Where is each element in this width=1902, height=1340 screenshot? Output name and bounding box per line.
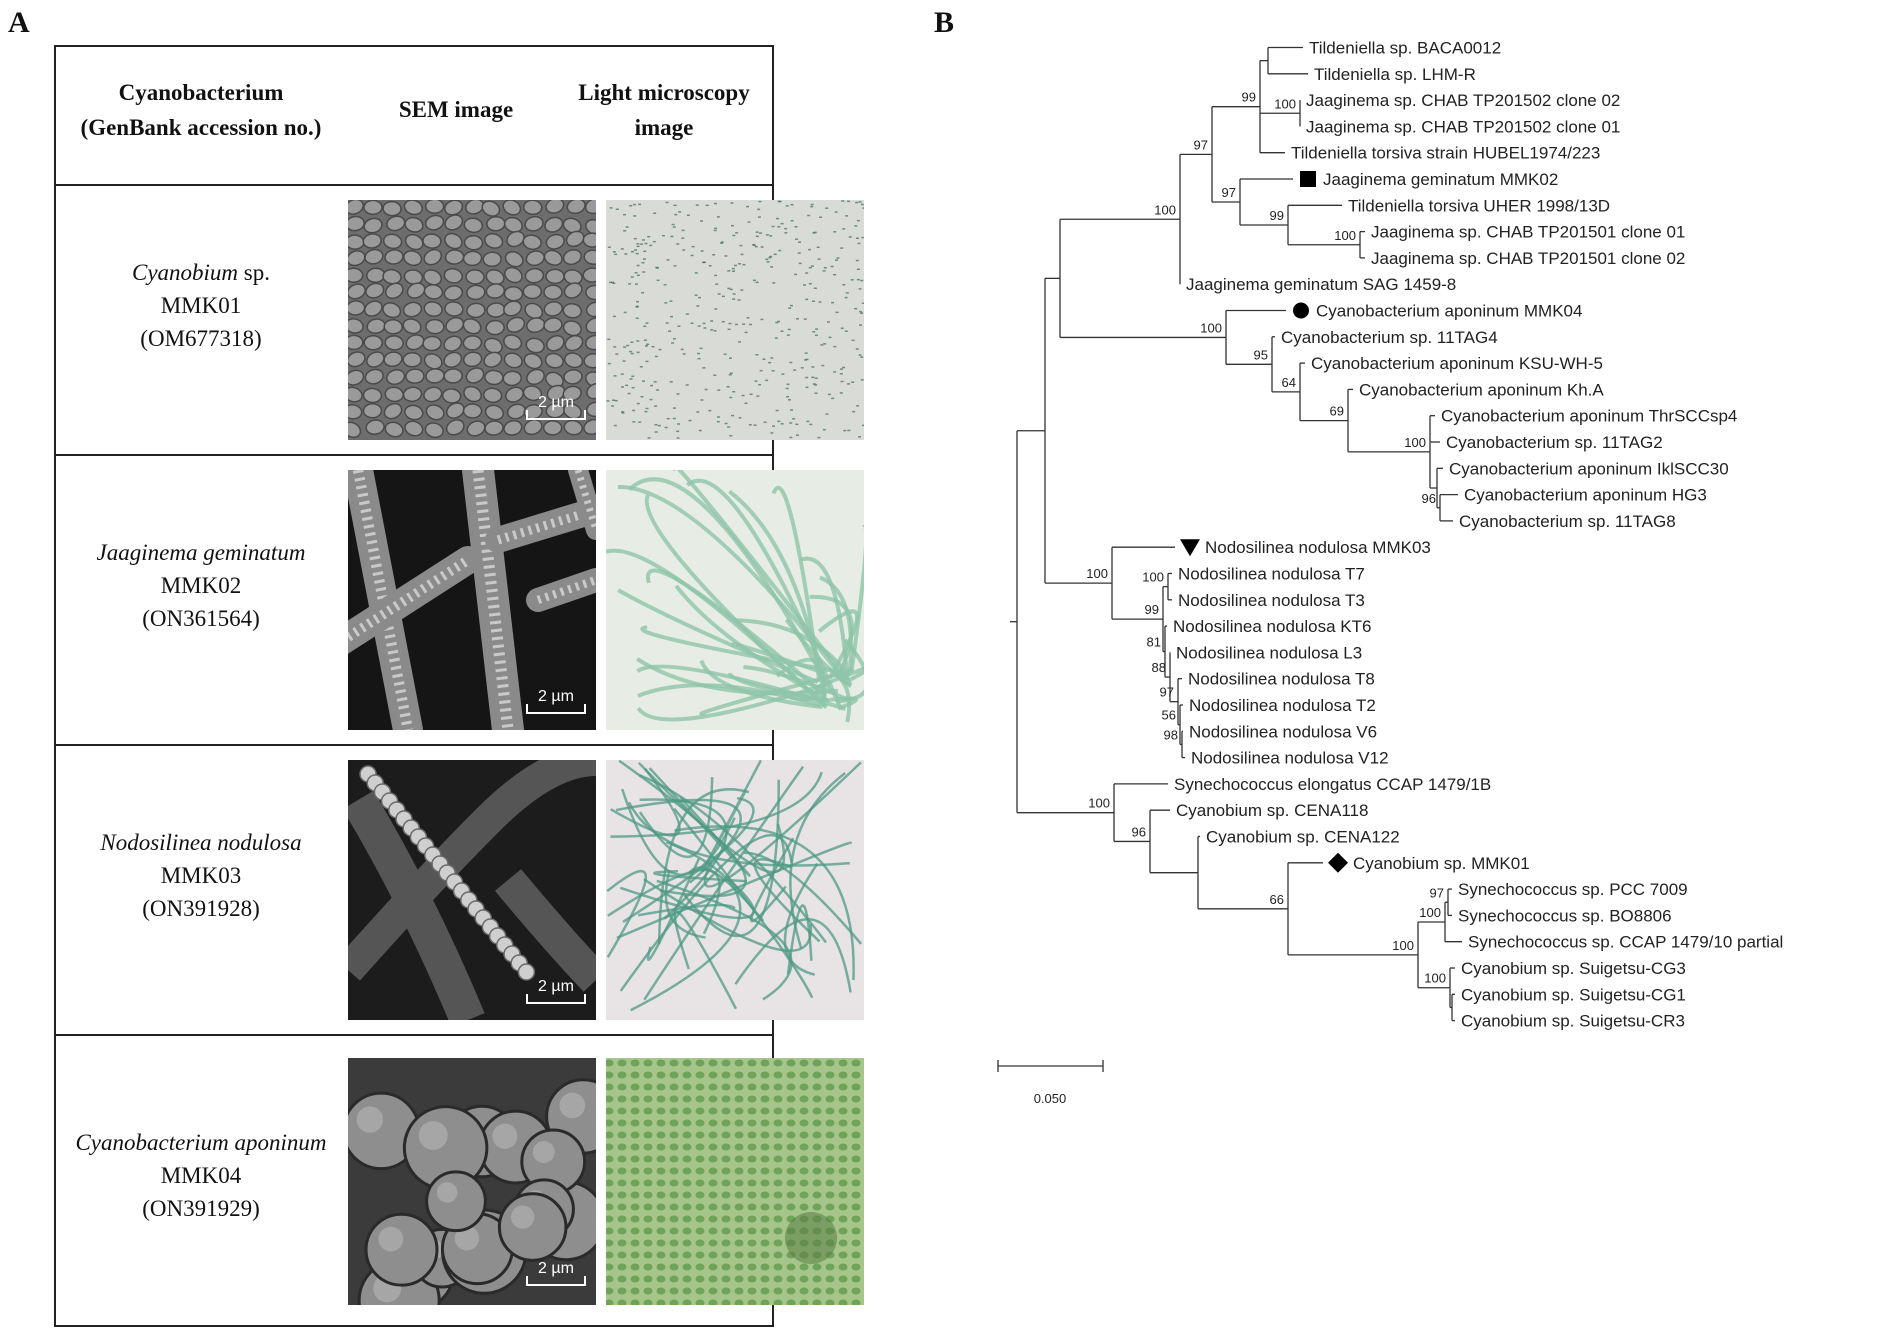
strain-name: Nodosilinea nodulosa MMK03 (ON391928) xyxy=(100,830,302,921)
bootstrap-value: 97 xyxy=(1430,885,1444,900)
taxon-label: Nodosilinea nodulosa L3 xyxy=(1176,643,1362,662)
scale-bar-label: 0.050 xyxy=(1034,1091,1067,1106)
taxon-label: Nodosilinea nodulosa MMK03 xyxy=(1205,538,1431,557)
panel-a-letter: A xyxy=(8,6,30,39)
light-microscopy-image xyxy=(606,200,864,440)
taxon-label: Jaaginema geminatum SAG 1459-8 xyxy=(1186,275,1456,294)
bootstrap-value: 100 xyxy=(1404,435,1426,450)
bootstrap-value: 97 xyxy=(1194,137,1208,152)
sem-image: 2 µm xyxy=(348,470,596,730)
bootstrap-value: 64 xyxy=(1282,375,1296,390)
diamond-marker-icon xyxy=(1328,852,1348,873)
bootstrap-value: 100 xyxy=(1419,905,1441,920)
taxon-label: Cyanobacterium aponinum MMK04 xyxy=(1316,302,1582,321)
taxon-label: Tildeniella torsiva strain HUBEL1974/223 xyxy=(1291,144,1600,163)
taxon-label: Synechococcus elongatus CCAP 1479/1B xyxy=(1174,775,1491,794)
taxon-label: Nodosilinea nodulosa T8 xyxy=(1188,670,1375,689)
light-microscopy-image xyxy=(606,760,864,1020)
bootstrap-value: 99 xyxy=(1242,90,1256,105)
bootstrap-value: 99 xyxy=(1145,602,1159,617)
taxon-label: Synechococcus sp. PCC 7009 xyxy=(1458,880,1688,899)
bootstrap-value: 96 xyxy=(1132,824,1146,839)
bootstrap-value: 88 xyxy=(1152,660,1166,675)
header-sem-image: SEM image xyxy=(398,97,514,122)
taxon-label: Cyanobium sp. CENA118 xyxy=(1176,801,1368,820)
taxon-label: Cyanobacterium aponinum IklSCC30 xyxy=(1449,459,1729,478)
taxon-label: Jaaginema sp. CHAB TP201501 clone 02 xyxy=(1371,249,1685,268)
square-marker-icon xyxy=(1300,171,1316,187)
taxon-label: Tildeniella sp. BACA0012 xyxy=(1309,39,1501,58)
strain-table: Cyanobacterium (GenBank accession no.) S… xyxy=(54,45,864,1327)
bootstrap-value: 100 xyxy=(1142,570,1164,585)
bootstrap-value: 69 xyxy=(1330,404,1344,419)
bootstrap-value: 96 xyxy=(1422,491,1436,506)
taxon-label: Cyanobium sp. Suigetsu-CR3 xyxy=(1461,1012,1685,1031)
panel-b-letter: B xyxy=(934,6,955,39)
taxon-label: Nodosilinea nodulosa V12 xyxy=(1191,749,1389,768)
bootstrap-value: 100 xyxy=(1334,228,1356,243)
header-light-microscopy: Light microscopy image xyxy=(578,80,750,140)
bootstrap-value: 100 xyxy=(1392,938,1414,953)
taxon-label: Cyanobium sp. Suigetsu-CG3 xyxy=(1461,959,1686,978)
table-row: Jaaginema geminatum MMK02 (ON361564) 2 µ… xyxy=(56,454,864,744)
taxon-label: Cyanobacterium aponinum HG3 xyxy=(1464,486,1707,505)
scale-bar: 2 µm xyxy=(526,978,586,1004)
table-row: Cyanobacterium aponinum MMK04 (ON391929)… xyxy=(56,1034,864,1325)
bootstrap-value: 100 xyxy=(1424,971,1446,986)
scale-bar: 2 µm xyxy=(526,394,586,420)
bootstrap-value: 100 xyxy=(1274,96,1296,111)
scale-bar: 2 µm xyxy=(526,1260,586,1286)
taxon-label: Cyanobium sp. CENA122 xyxy=(1206,828,1400,847)
bootstrap-value: 97 xyxy=(1222,185,1236,200)
bootstrap-value: 98 xyxy=(1164,727,1178,742)
taxon-label: Cyanobacterium aponinum Kh.A xyxy=(1359,380,1604,399)
taxon-label: Nodosilinea nodulosa KT6 xyxy=(1173,617,1371,636)
triangle-marker-icon xyxy=(1180,539,1200,557)
taxon-label: Jaaginema geminatum MMK02 xyxy=(1323,170,1558,189)
bootstrap-value: 97 xyxy=(1160,685,1174,700)
table-row: Cyanobium sp. MMK01 (OM677318) 2 µm xyxy=(56,184,864,454)
bootstrap-value: 100 xyxy=(1088,796,1110,811)
bootstrap-value: 66 xyxy=(1270,892,1284,907)
taxon-label: Cyanobacterium sp. 11TAG2 xyxy=(1446,433,1663,452)
bootstrap-value: 99 xyxy=(1270,208,1284,223)
header-cyanobacterium: Cyanobacterium (GenBank accession no.) xyxy=(80,80,322,140)
taxon-label: Cyanobacterium aponinum ThrSCCsp4 xyxy=(1441,407,1737,426)
taxon-label: Jaaginema sp. CHAB TP201502 clone 01 xyxy=(1306,117,1620,136)
taxon-label: Tildeniella sp. LHM-R xyxy=(1314,65,1476,84)
sem-image: 2 µm xyxy=(348,1058,596,1305)
taxon-label: Nodosilinea nodulosa T2 xyxy=(1189,696,1376,715)
strain-name: Cyanobium sp. MMK01 (OM677318) xyxy=(131,260,270,351)
bootstrap-value: 95 xyxy=(1254,347,1268,362)
taxon-label: Synechococcus sp. BO8806 xyxy=(1458,906,1672,925)
taxon-label: Cyanobacterium sp. 11TAG8 xyxy=(1459,512,1676,531)
light-microscopy-image xyxy=(606,1058,864,1305)
bootstrap-value: 100 xyxy=(1200,320,1222,335)
taxon-label: Tildeniella torsiva UHER 1998/13D xyxy=(1348,196,1610,215)
taxon-label: Nodosilinea nodulosa V6 xyxy=(1189,722,1377,741)
taxon-label: Cyanobium sp. Suigetsu-CG1 xyxy=(1461,985,1686,1004)
table-row: Nodosilinea nodulosa MMK03 (ON391928) 2 … xyxy=(56,744,864,1034)
taxon-label: Nodosilinea nodulosa T7 xyxy=(1178,565,1365,584)
taxon-label: Cyanobium sp. MMK01 xyxy=(1353,854,1530,873)
bootstrap-value: 56 xyxy=(1162,708,1176,723)
taxon-label: Cyanobacterium sp. 11TAG4 xyxy=(1281,328,1498,347)
sem-image: 2 µm xyxy=(348,760,596,1020)
taxon-label: Jaaginema sp. CHAB TP201501 clone 01 xyxy=(1371,223,1685,242)
strain-name: Cyanobacterium aponinum MMK04 (ON391929) xyxy=(75,1130,327,1221)
sem-image: 2 µm xyxy=(348,200,596,440)
bootstrap-value: 100 xyxy=(1154,202,1176,217)
taxon-label: Cyanobacterium aponinum KSU-WH-5 xyxy=(1311,354,1603,373)
taxon-label: Nodosilinea nodulosa T3 xyxy=(1178,591,1365,610)
strain-name: Jaaginema geminatum MMK02 (ON361564) xyxy=(96,540,306,631)
bootstrap-value: 100 xyxy=(1086,566,1108,581)
light-microscopy-image xyxy=(606,470,864,730)
circle-marker-icon xyxy=(1293,302,1309,319)
taxon-label: Synechococcus sp. CCAP 1479/10 partial xyxy=(1468,933,1783,952)
taxon-label: Jaaginema sp. CHAB TP201502 clone 02 xyxy=(1306,91,1620,110)
bootstrap-value: 81 xyxy=(1147,635,1161,650)
scale-bar: 2 µm xyxy=(526,688,586,714)
